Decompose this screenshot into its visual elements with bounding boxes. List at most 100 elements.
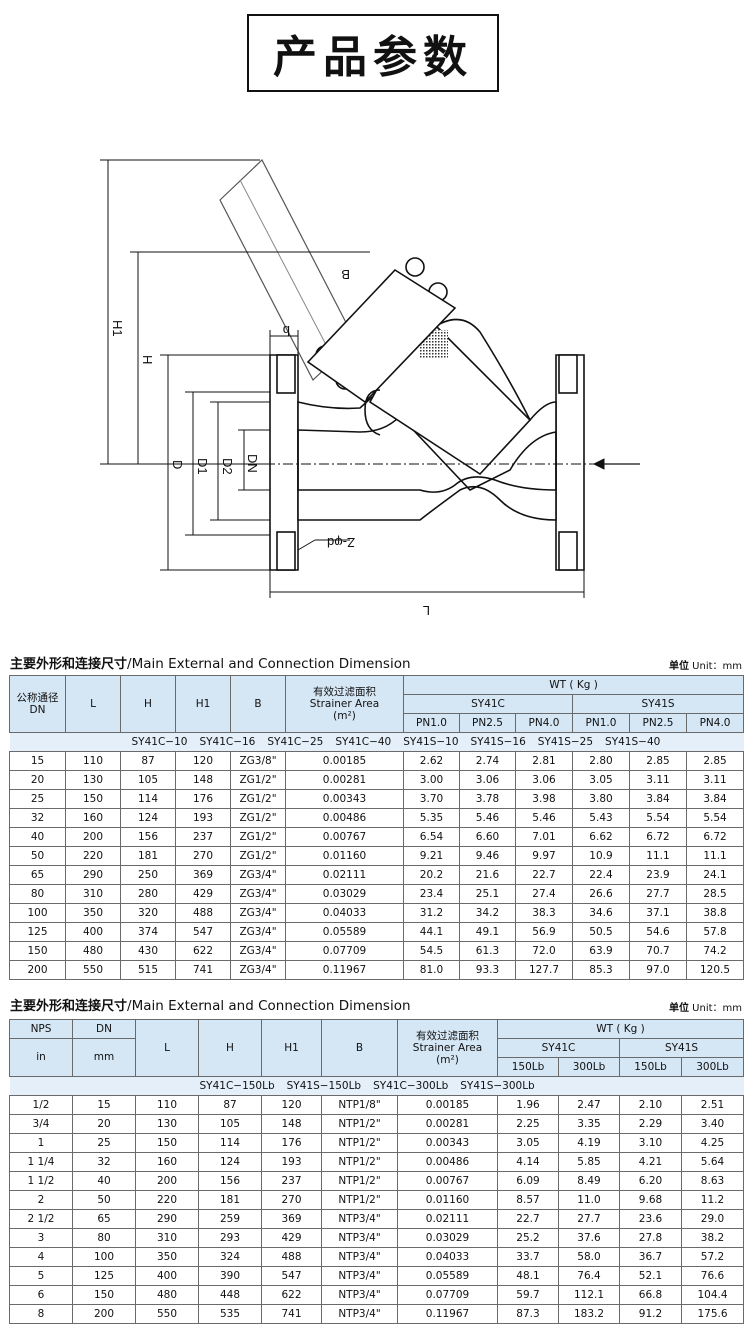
t2-h-nps: NPS: [9, 1019, 73, 1039]
table-cell: NTP3/4": [321, 1266, 398, 1286]
table-cell: 105: [198, 1114, 262, 1134]
label-b-lower: b: [283, 323, 290, 338]
table-cell: 547: [175, 922, 231, 942]
table-cell: ZG3/4": [230, 941, 286, 961]
table-cell: 24.1: [685, 865, 745, 885]
table-cell: 0.03029: [397, 1228, 498, 1248]
table-cell: 550: [65, 960, 121, 980]
table-cell: 20: [9, 770, 66, 790]
table-cell: 200: [9, 960, 66, 980]
table-cell: 23.6: [619, 1209, 682, 1229]
table-cell: 0.00281: [285, 770, 404, 790]
table-cell: 8.63: [681, 1171, 744, 1191]
table-cell: 741: [175, 960, 231, 980]
t1-h-sy41s: SY41S: [571, 694, 745, 714]
table-cell: 369: [261, 1209, 322, 1229]
table-cell: 310: [135, 1228, 199, 1248]
table-cell: 547: [261, 1266, 322, 1286]
t1-h-pn: PN4.0: [685, 713, 745, 733]
table-cell: 34.2: [459, 903, 516, 923]
table-cell: 70.7: [629, 941, 687, 961]
table-cell: 3.05: [572, 770, 630, 790]
table-cell: 0.05589: [397, 1266, 498, 1286]
table-cell: 0.02111: [285, 865, 404, 885]
table-cell: 2 1/2: [9, 1209, 73, 1229]
table-cell: 6.72: [629, 827, 687, 847]
table-cell: 38.2: [681, 1228, 744, 1248]
table-cell: 4: [9, 1247, 73, 1267]
table-cell: 3.78: [459, 789, 516, 809]
model-label: SY41S−16: [470, 735, 526, 748]
table-cell: 76.6: [681, 1266, 744, 1286]
table-cell: 11.1: [629, 846, 687, 866]
table-cell: ZG3/4": [230, 922, 286, 942]
table-cell: 50: [72, 1190, 136, 1210]
t1-h-pn: PN1.0: [403, 713, 460, 733]
table-cell: 34.6: [572, 903, 630, 923]
table-cell: 0.00486: [397, 1152, 498, 1172]
table-cell: 65: [9, 865, 66, 885]
table-cell: 56.9: [515, 922, 573, 942]
table-cell: NTP3/4": [321, 1209, 398, 1229]
table-cell: 0.02111: [397, 1209, 498, 1229]
table-cell: 4.19: [558, 1133, 620, 1153]
table-cell: 290: [135, 1209, 199, 1229]
table-cell: 0.04033: [285, 903, 404, 923]
t2-h-h: H: [198, 1019, 262, 1077]
table-cell: 160: [65, 808, 121, 828]
table-cell: 9.68: [619, 1190, 682, 1210]
table-cell: 9.21: [403, 846, 460, 866]
table-cell: 390: [198, 1266, 262, 1286]
table-cell: 120: [175, 751, 231, 771]
table-cell: 80: [72, 1228, 136, 1248]
table-cell: 87: [198, 1095, 262, 1115]
t1-h-pn: PN2.5: [629, 713, 687, 733]
table-cell: 8.57: [497, 1190, 559, 1210]
table-cell: 50.5: [572, 922, 630, 942]
table-cell: 0.00185: [397, 1095, 498, 1115]
table-cell: 400: [65, 922, 121, 942]
table-cell: 2.62: [403, 751, 460, 771]
table-cell: 72.0: [515, 941, 573, 961]
table-cell: 200: [72, 1304, 136, 1324]
table-cell: 9.97: [515, 846, 573, 866]
table-cell: 80: [9, 884, 66, 904]
table-cell: 535: [198, 1304, 262, 1324]
table-cell: 259: [198, 1209, 262, 1229]
table-cell: NTP3/4": [321, 1247, 398, 1267]
table-cell: 2.51: [681, 1095, 744, 1115]
label-d2: D2: [220, 458, 235, 475]
table-cell: 37.6: [558, 1228, 620, 1248]
table-cell: ZG3/4": [230, 960, 286, 980]
table-cell: 11.2: [681, 1190, 744, 1210]
label-d1: D1: [195, 458, 210, 475]
table-cell: 57.2: [681, 1247, 744, 1267]
table-cell: 5.46: [515, 808, 573, 828]
table-cell: 6.72: [685, 827, 745, 847]
label-dn: DN: [245, 454, 260, 473]
table-cell: 87: [120, 751, 176, 771]
table-cell: NTP1/8": [321, 1095, 398, 1115]
table-cell: 124: [198, 1152, 262, 1172]
table-cell: 150: [65, 789, 121, 809]
table-cell: 0.05589: [285, 922, 404, 942]
table-cell: 0.00767: [285, 827, 404, 847]
table-cell: 130: [135, 1114, 199, 1134]
table-cell: 65: [72, 1209, 136, 1229]
t1-h-h1: H1: [175, 675, 231, 733]
table-cell: 0.01160: [397, 1190, 498, 1210]
table-cell: 44.1: [403, 922, 460, 942]
table-cell: 32: [9, 808, 66, 828]
table-cell: 54.5: [403, 941, 460, 961]
label-nd: Z-φd: [327, 535, 355, 550]
